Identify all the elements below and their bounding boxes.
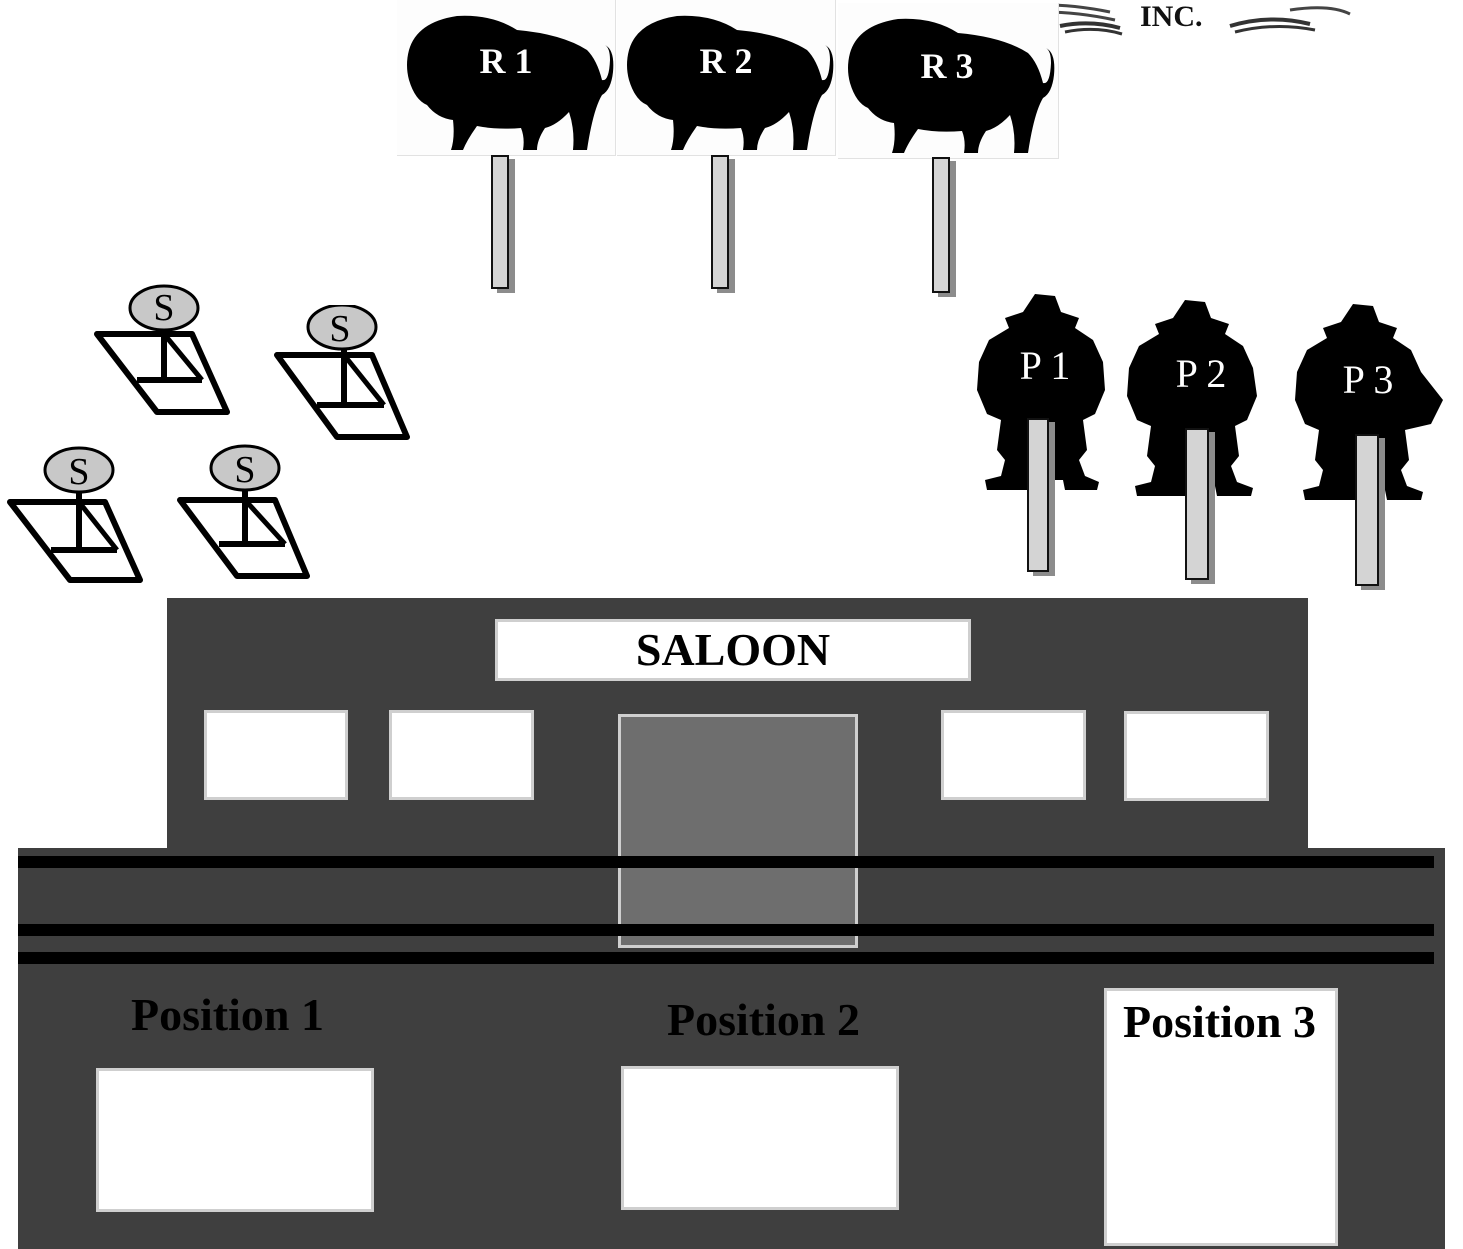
target-post bbox=[491, 155, 509, 289]
shotgun-plate-icon bbox=[274, 305, 410, 440]
saloon-window bbox=[1124, 711, 1269, 801]
shotgun-target: S bbox=[175, 444, 325, 594]
pistol-target-p2: P 2 bbox=[1125, 296, 1285, 596]
buffalo-silhouette-icon bbox=[407, 15, 614, 151]
position-2-label: Position 2 bbox=[667, 994, 860, 1045]
shotgun-target: S bbox=[92, 284, 242, 434]
porch-rail bbox=[18, 924, 1434, 936]
porch-rail bbox=[18, 856, 1434, 868]
shotgun-target: S bbox=[5, 446, 155, 596]
pistol-target-label: P 1 bbox=[1019, 343, 1071, 388]
target-post bbox=[1027, 418, 1049, 572]
pistol-target-p3: P 3 bbox=[1293, 300, 1453, 600]
rifle-target-label: R 2 bbox=[699, 41, 753, 81]
rifle-target-label: R 1 bbox=[479, 41, 533, 81]
cowboy-silhouette-icon bbox=[1127, 300, 1257, 496]
shotgun-plate-icon bbox=[177, 444, 310, 579]
position-1-table bbox=[96, 1068, 374, 1212]
saloon-window bbox=[204, 710, 348, 800]
rifle-target-r2: R 2 bbox=[617, 0, 836, 300]
saloon-window bbox=[389, 710, 534, 800]
shotgun-target-label: S bbox=[68, 451, 90, 493]
target-post bbox=[1185, 428, 1209, 580]
saloon-door bbox=[618, 714, 858, 948]
target-post bbox=[1355, 434, 1379, 586]
cowboy-silhouette-icon bbox=[1295, 304, 1443, 500]
shotgun-target-label: S bbox=[153, 287, 175, 329]
position-3-table: Position 3 bbox=[1104, 988, 1338, 1246]
shotgun-target-label: S bbox=[234, 449, 256, 491]
position-2-table bbox=[621, 1066, 899, 1210]
saloon-window bbox=[941, 710, 1086, 800]
shotgun-plate-icon bbox=[7, 446, 143, 583]
target-post bbox=[932, 157, 950, 293]
logo-text: INC. bbox=[1140, 0, 1203, 33]
cowboy-silhouette-icon bbox=[977, 294, 1105, 490]
target-post bbox=[711, 155, 729, 289]
buffalo-silhouette-icon bbox=[627, 15, 834, 151]
rifle-target-panel: R 3 bbox=[838, 3, 1059, 159]
rifle-target-label: R 3 bbox=[920, 46, 974, 86]
pistol-target-label: P 2 bbox=[1175, 351, 1227, 396]
rifle-target-panel: R 2 bbox=[617, 0, 836, 156]
buffalo-silhouette-icon bbox=[848, 18, 1055, 154]
pistol-target-p1: P 1 bbox=[975, 290, 1135, 590]
shotgun-target-label: S bbox=[329, 308, 351, 350]
rifle-target-r1: R 1 bbox=[397, 0, 616, 300]
rifle-target-r3: R 3 bbox=[838, 3, 1059, 303]
rifle-target-panel: R 1 bbox=[397, 0, 616, 156]
position-1-label: Position 1 bbox=[131, 989, 324, 1040]
pistol-target-label: P 3 bbox=[1342, 357, 1394, 402]
porch-rail bbox=[18, 952, 1434, 964]
shotgun-plate-icon bbox=[94, 284, 230, 415]
shotgun-target: S bbox=[272, 305, 422, 455]
saloon-sign: SALOON bbox=[495, 619, 971, 681]
position-3-label: Position 3 bbox=[1123, 996, 1316, 1047]
